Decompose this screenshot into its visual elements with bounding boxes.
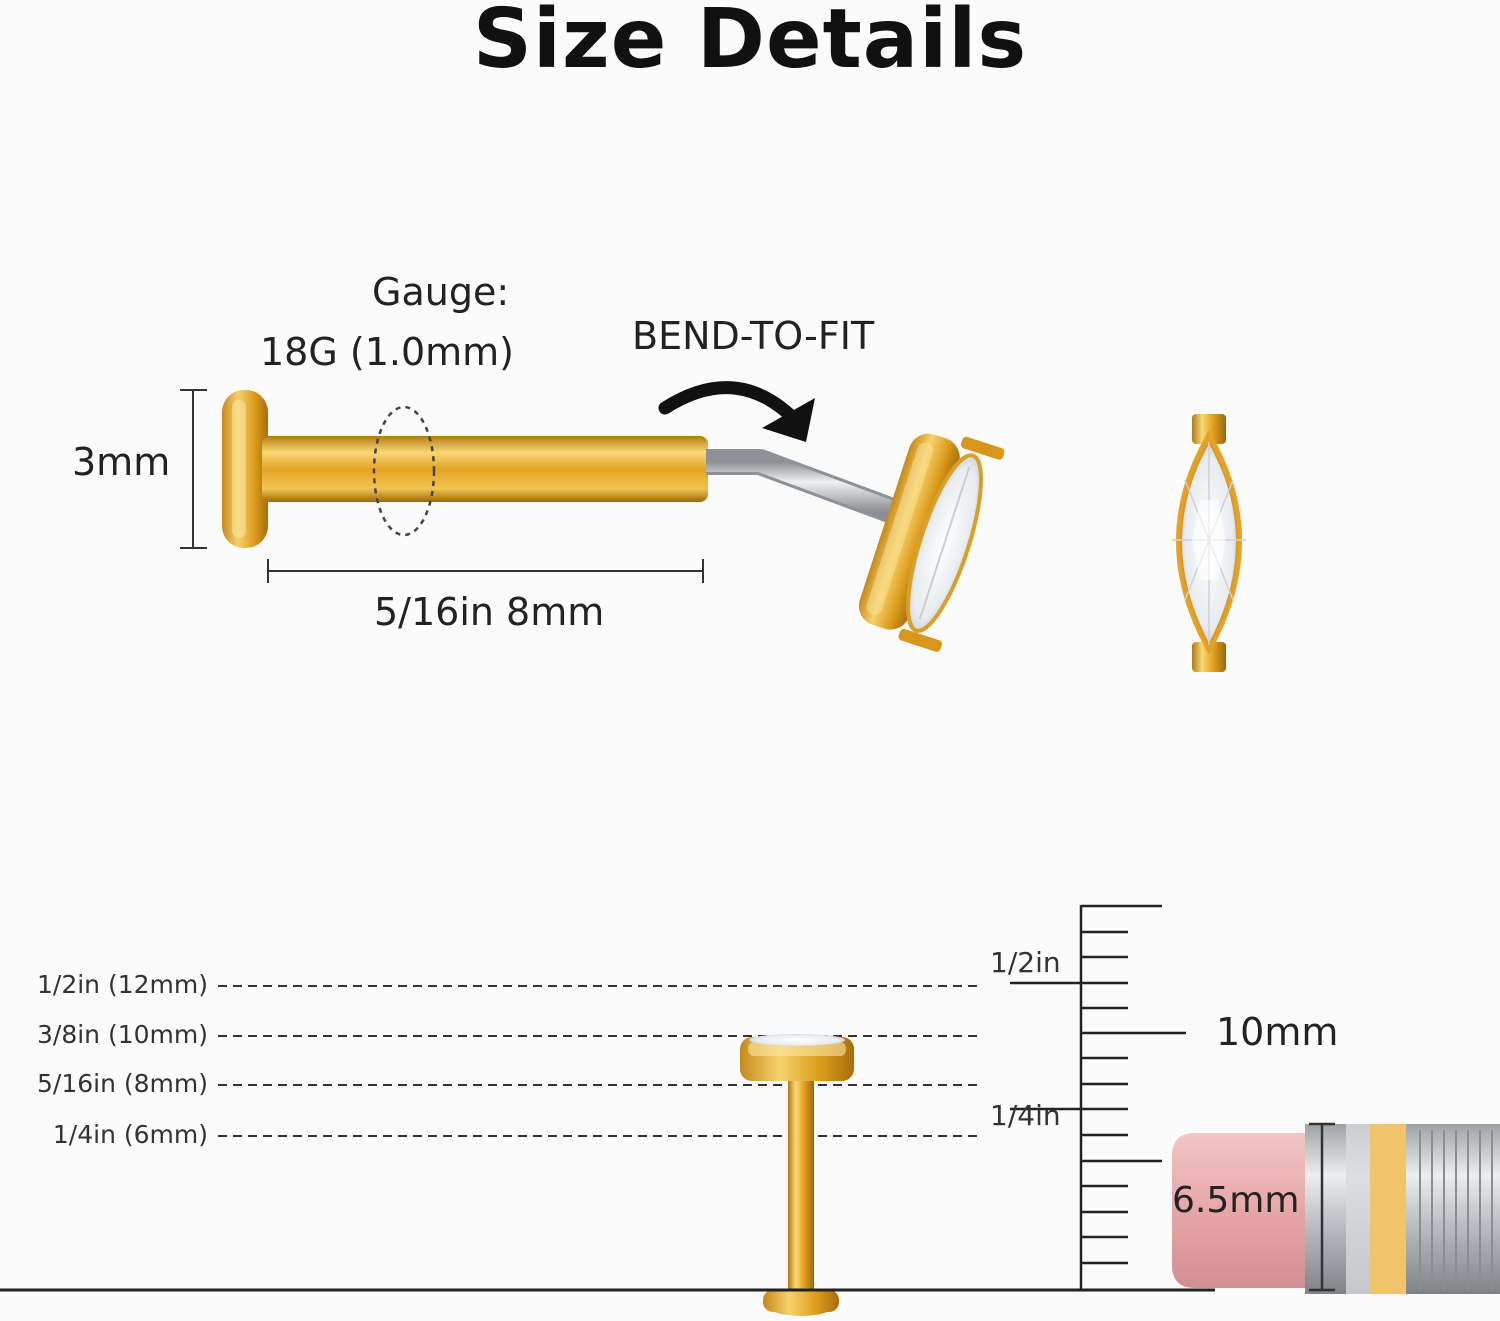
gauge-label: Gauge: [372,270,510,314]
height-label: 3mm [72,440,171,484]
length-dimension [267,559,704,583]
length-line-label: 1/4in (6mm) [52,1120,208,1149]
pencil-eraser [1172,1122,1500,1294]
length-label: 5/16in 8mm [374,590,605,634]
gauge-value: 18G (1.0mm) [260,330,514,374]
bend-label: BEND-TO-FIT [632,314,875,358]
ruler-10mm-label: 10mm [1216,1010,1339,1054]
length-line-label: 5/16in (8mm) [37,1069,208,1098]
length-line-label: 1/2in (12mm) [37,970,208,999]
gauge-ring [372,405,436,537]
eraser-width-label: 6.5mm [1172,1180,1300,1221]
page-title: Size Details [472,0,1028,87]
bend-arrow-icon [658,381,815,442]
labret-post [262,436,708,502]
labret-upright [740,1034,854,1316]
reference-lines [218,985,978,1137]
gem-top-tilted [858,433,1005,652]
ruler-half-inch-label: 1/2in [990,946,1061,979]
height-dimension [180,389,207,549]
ruler-quarter-inch-label: 1/4in [990,1099,1061,1132]
gem-front-view [1172,414,1246,672]
ruler [1010,904,1186,1290]
length-line-label: 3/8in (10mm) [37,1020,208,1049]
